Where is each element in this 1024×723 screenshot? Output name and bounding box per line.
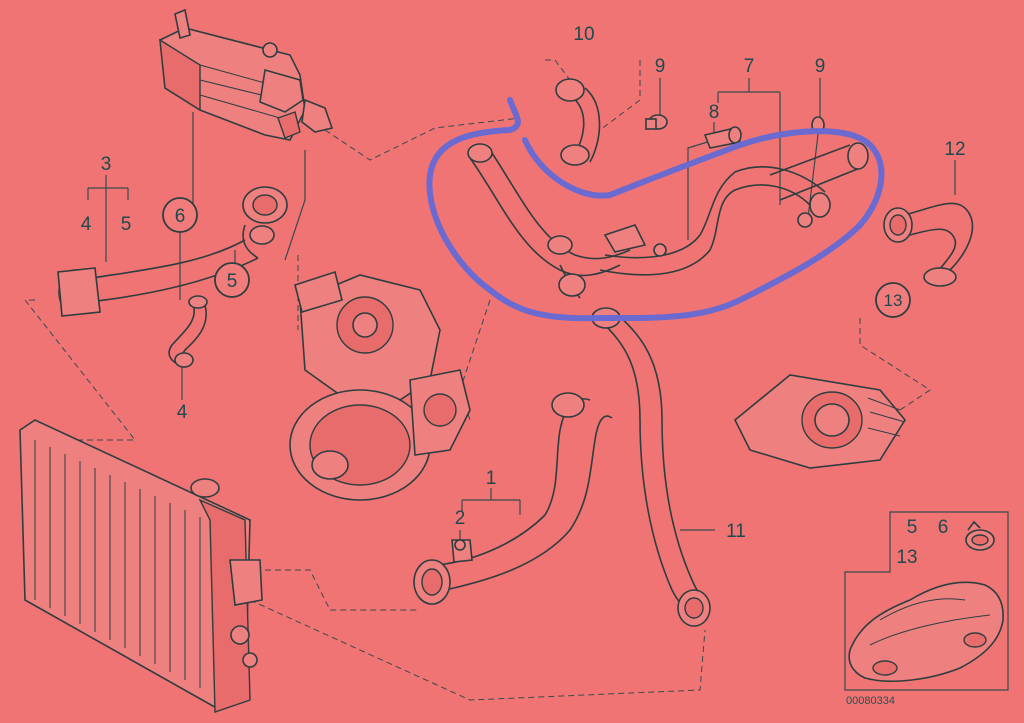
callout-6: 6 — [175, 206, 186, 227]
callouts: 10 9 7 9 8 3 4 5 6 5 4 12 13 1 2 11 — [81, 24, 966, 542]
callout-12: 12 — [944, 139, 965, 160]
radiator — [19, 419, 263, 713]
callout-9a: 9 — [655, 56, 666, 77]
hose-clamp-icon — [965, 520, 995, 551]
highlight-outline — [426, 97, 885, 322]
thermostat-housing — [733, 374, 906, 469]
water-pump — [289, 270, 471, 501]
callout-4b: 4 — [177, 402, 188, 423]
callout-5a: 5 — [121, 214, 132, 235]
callout-13-ring — [875, 282, 911, 318]
hose-1 — [413, 392, 613, 605]
callout-4a: 4 — [81, 214, 92, 235]
callout-5b: 5 — [227, 271, 238, 292]
callout-6-ring — [162, 197, 198, 233]
hose-4 — [168, 295, 208, 368]
callout-3: 3 — [101, 154, 112, 175]
callout-2: 2 — [455, 508, 466, 529]
callout-5b-ring — [214, 262, 250, 298]
hose-11 — [591, 307, 711, 627]
callout-8: 8 — [709, 102, 720, 123]
callout-10: 10 — [573, 24, 594, 45]
hose-7-assembly — [467, 142, 869, 299]
hose-10 — [555, 78, 601, 166]
hose-3 — [57, 186, 288, 317]
callout-11: 11 — [726, 521, 746, 542]
inset-panel: 5 6 13 00080334 — [844, 511, 1009, 707]
callout-9b: 9 — [815, 56, 826, 77]
bleed-screw-9 — [645, 114, 668, 130]
sensor-8 — [703, 126, 742, 149]
callout-7: 7 — [744, 56, 755, 77]
diagram-code: 00080334 — [846, 695, 895, 707]
inset-label-5: 5 — [907, 517, 918, 538]
callout-13: 13 — [884, 291, 903, 310]
hose-12 — [883, 202, 974, 287]
inset-label-6: 6 — [938, 517, 949, 538]
expansion-tank — [159, 8, 334, 141]
callout-1: 1 — [486, 468, 497, 489]
inset-label-13: 13 — [896, 547, 917, 568]
car-silhouette-icon — [848, 581, 1004, 682]
